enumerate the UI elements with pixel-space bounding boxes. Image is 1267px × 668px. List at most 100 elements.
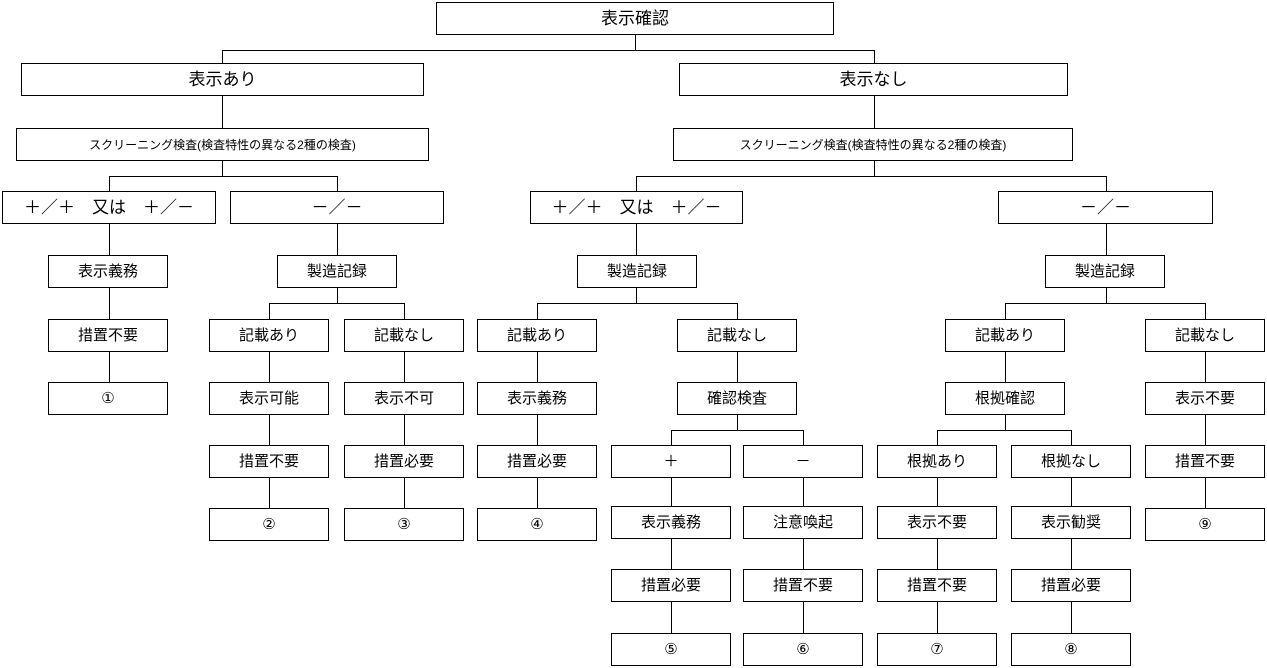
node-c6-a: 記載あり xyxy=(945,319,1065,352)
connector-line xyxy=(636,176,637,191)
node-rec-2: 製造記録 xyxy=(577,255,697,288)
node-c7-c: 措置不要 xyxy=(1145,445,1265,478)
connector-line xyxy=(537,478,538,508)
connector-line xyxy=(803,539,804,569)
node-c5-p2: 措置必要 xyxy=(611,569,731,602)
connector-line xyxy=(109,352,110,382)
connector-line xyxy=(937,478,938,506)
node-scr-r: スクリーニング検査(検査特性の異なる2種の検査) xyxy=(673,128,1073,161)
connector-line xyxy=(537,303,538,319)
node-c6-n4: ⑧ xyxy=(1011,633,1131,666)
node-rec-1: 製造記録 xyxy=(277,255,397,288)
connector-line xyxy=(222,96,223,128)
node-c1-b: 措置不要 xyxy=(48,319,168,352)
connector-line xyxy=(937,430,938,445)
node-c6-y3: 措置不要 xyxy=(877,569,997,602)
connector-line xyxy=(937,430,1072,431)
connector-line xyxy=(404,303,405,319)
node-c5-p3: ⑤ xyxy=(611,633,731,666)
connector-line xyxy=(937,539,938,569)
node-c6-n1: 根拠なし xyxy=(1011,445,1131,478)
node-pp-2: ＋／＋ 又は ＋／－ xyxy=(530,191,743,224)
connector-line xyxy=(1071,430,1072,445)
connector-line xyxy=(269,478,270,508)
connector-line xyxy=(671,430,672,445)
connector-line xyxy=(1071,539,1072,569)
node-root: 表示確認 xyxy=(436,2,834,35)
node-scr-l: スクリーニング検査(検査特性の異なる2種の検査) xyxy=(16,128,429,161)
connector-line xyxy=(1205,352,1206,382)
node-c4-b: 表示義務 xyxy=(477,382,597,415)
connector-line xyxy=(737,303,738,319)
connector-line xyxy=(222,50,223,63)
connector-line xyxy=(404,415,405,445)
connector-line xyxy=(737,415,738,430)
node-c3-c: 措置必要 xyxy=(344,445,464,478)
node-rec-3: 製造記録 xyxy=(1045,255,1165,288)
connector-line xyxy=(1071,602,1072,633)
connector-line xyxy=(1106,176,1107,191)
connector-line xyxy=(537,352,538,382)
node-pp-1: ＋／＋ 又は ＋／－ xyxy=(2,191,216,224)
node-c6-y4: ⑦ xyxy=(877,633,997,666)
connector-line xyxy=(269,303,270,319)
connector-line xyxy=(803,602,804,633)
connector-line xyxy=(109,288,110,319)
connector-line xyxy=(537,303,738,304)
connector-line xyxy=(337,176,338,191)
node-c5-p1: 表示義務 xyxy=(611,506,731,539)
node-c5-b: 確認検査 xyxy=(677,382,797,415)
connector-line xyxy=(337,288,338,303)
node-c6-n2: 表示勧奨 xyxy=(1011,506,1131,539)
connector-line xyxy=(636,176,1106,177)
connector-line xyxy=(874,161,875,176)
node-c6-b: 根拠確認 xyxy=(945,382,1065,415)
connector-line xyxy=(1205,478,1206,508)
connector-line xyxy=(636,288,637,303)
connector-line xyxy=(803,430,804,445)
node-c7-b: 表示不要 xyxy=(1145,382,1265,415)
connector-line xyxy=(269,415,270,445)
node-c1-c: ① xyxy=(48,382,168,415)
connector-line xyxy=(1106,288,1107,303)
connector-line xyxy=(222,50,874,51)
connector-line xyxy=(222,161,223,176)
connector-line xyxy=(109,224,110,255)
node-c5-plus: ＋ xyxy=(611,445,731,478)
connector-line xyxy=(1005,303,1006,319)
connector-line xyxy=(537,415,538,445)
node-c6-y1: 根拠あり xyxy=(877,445,997,478)
connector-line xyxy=(636,224,637,255)
connector-line xyxy=(269,303,405,304)
node-c3-b: 表示不可 xyxy=(344,382,464,415)
node-c7-d: ⑨ xyxy=(1145,508,1265,541)
connector-line xyxy=(803,478,804,506)
node-c5-m1: 注意喚起 xyxy=(743,506,863,539)
node-c4-d: ④ xyxy=(477,508,597,541)
connector-line xyxy=(109,176,110,191)
node-c2-b: 表示可能 xyxy=(209,382,329,415)
connector-line xyxy=(671,539,672,569)
connector-line xyxy=(937,602,938,633)
connector-line xyxy=(337,224,338,255)
node-c7-a: 記載なし xyxy=(1145,319,1265,352)
connector-line xyxy=(404,478,405,508)
connector-line xyxy=(1005,303,1206,304)
connector-line xyxy=(1205,303,1206,319)
connector-line xyxy=(404,352,405,382)
node-yes: 表示あり xyxy=(21,63,424,96)
connector-line xyxy=(671,430,804,431)
connector-line xyxy=(737,352,738,382)
connector-line xyxy=(1071,478,1072,506)
node-c5-m2: 措置不要 xyxy=(743,569,863,602)
node-c5-a: 記載なし xyxy=(677,319,797,352)
node-c4-c: 措置必要 xyxy=(477,445,597,478)
connector-line xyxy=(671,602,672,633)
connector-line xyxy=(109,176,337,177)
node-c6-n3: 措置必要 xyxy=(1011,569,1131,602)
node-c2-c: 措置不要 xyxy=(209,445,329,478)
node-c5-m3: ⑥ xyxy=(743,633,863,666)
node-mm-2: －／－ xyxy=(998,191,1213,224)
node-c3-a: 記載なし xyxy=(344,319,464,352)
